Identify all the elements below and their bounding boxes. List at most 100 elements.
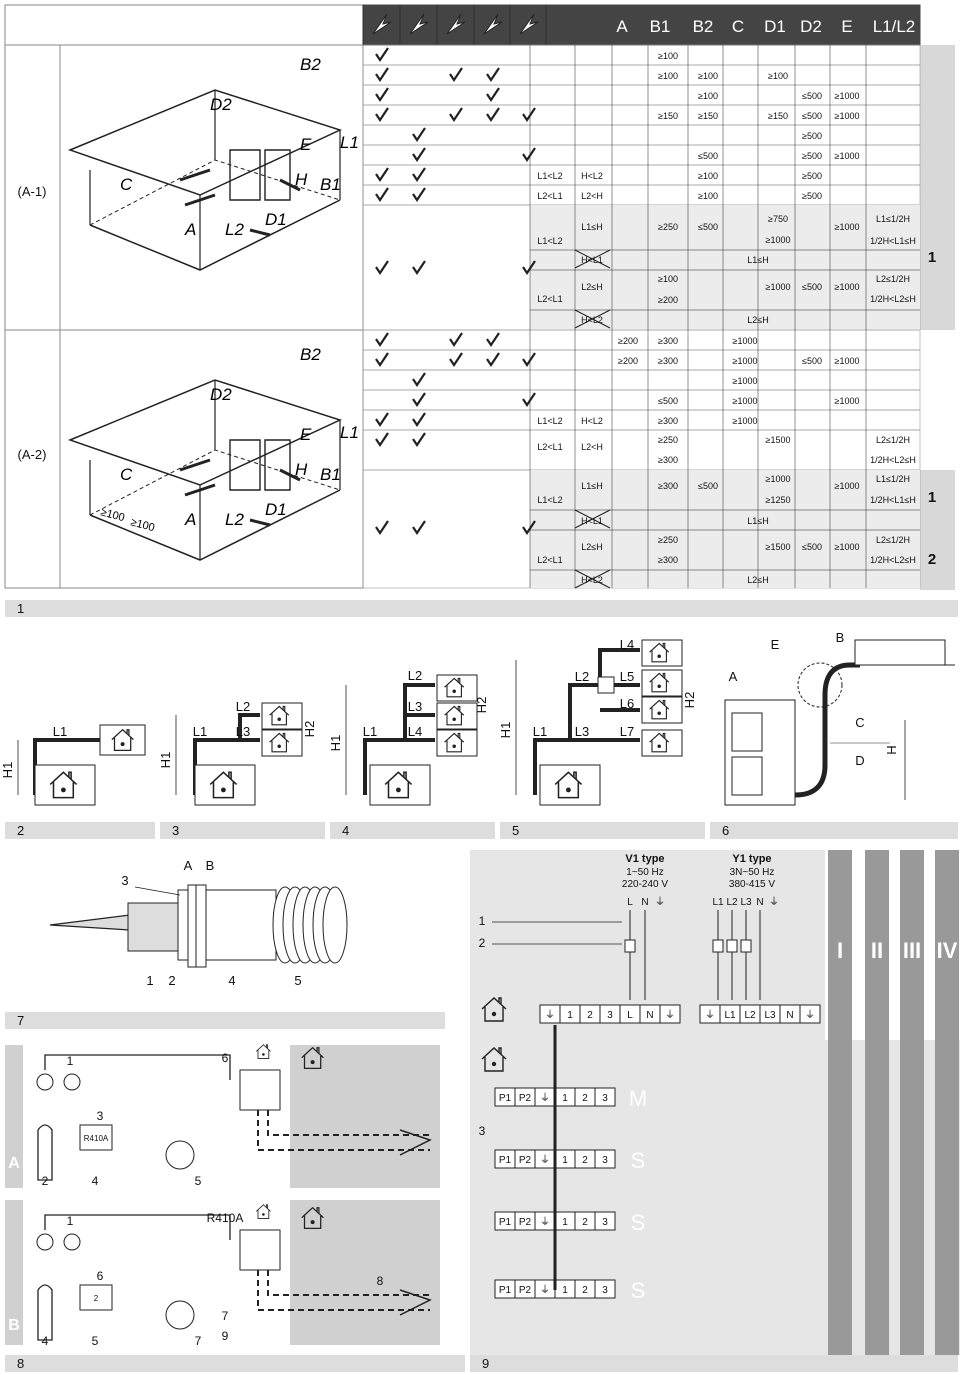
section-label-b: B (8, 1317, 20, 1334)
ground-line (89, 489, 341, 561)
table-block-shade (530, 470, 920, 588)
table-row (362, 429, 921, 471)
dimension-label: L1 (340, 133, 359, 152)
house-icon (384, 771, 413, 799)
terminal-label: 1 (562, 1155, 568, 1166)
v1-spec: 220-240 V (622, 879, 668, 890)
table-cell: ≥100 (698, 171, 718, 181)
pipe-label: L3 (408, 699, 422, 714)
table-cell: ≥100 (768, 71, 788, 81)
table-cell: L2<L1 (537, 555, 562, 565)
part-label: 5 (195, 1174, 202, 1188)
part-label: A (184, 858, 193, 873)
table-cell: ≥300 (658, 336, 678, 346)
dim-label: B (836, 630, 845, 645)
pipe-label: L1 (53, 724, 67, 739)
piping-dashed (257, 1270, 430, 1311)
table-cell: ≤500 (698, 151, 718, 161)
refrigerant-line (44, 1214, 231, 1240)
table-cell: ≤500 (698, 481, 718, 491)
table-row (362, 184, 921, 206)
table-cell: H<L2 (581, 171, 603, 181)
terminal-label: 1 (567, 1010, 573, 1021)
table-cell: H<L1 (581, 516, 603, 526)
terminal-label: ⏚ (540, 1216, 550, 1228)
check-icon (412, 432, 426, 447)
check-icon (412, 260, 426, 275)
wall-post (89, 90, 341, 270)
vacuum-pump (165, 1140, 195, 1170)
table-cell: L1≤1/2H (876, 474, 910, 484)
strike-line (574, 309, 611, 329)
pipe-label: L1 (533, 724, 547, 739)
table-cell: ≥500 (802, 151, 822, 161)
ground-back (89, 449, 341, 516)
pipe-label: L3 (236, 724, 250, 739)
table-cell: ≥300 (658, 481, 678, 491)
figure-bar-4: 4 (330, 822, 495, 839)
check-icon (375, 67, 389, 82)
nitrogen-cylinder (37, 1124, 53, 1181)
table-cell: ≥100 (698, 191, 718, 201)
terminal-label: 3 (602, 1285, 608, 1296)
dim-label: H1 (158, 752, 173, 769)
table-cell: ≥200 (658, 295, 678, 305)
ground-line (89, 199, 341, 271)
figure-bar-2: 2 (5, 822, 155, 839)
dim-label: H1 (328, 735, 343, 752)
figure-number-1: 1 (17, 601, 25, 616)
dimension-label: D1 (265, 210, 287, 229)
detail-circle (797, 662, 843, 708)
r410a-cylinder (79, 1124, 113, 1151)
figure-number-4: 4 (342, 823, 350, 838)
check-icon (412, 187, 426, 202)
part-label: 3 (121, 873, 128, 888)
terminal-label: P1 (499, 1093, 512, 1104)
supply-terminal: N (756, 897, 763, 908)
check-icon (522, 520, 536, 535)
table-cell: L2<H (581, 442, 603, 452)
strike-line (574, 509, 611, 529)
table-cell: L2<L1 (537, 191, 562, 201)
part-label: 4 (92, 1174, 99, 1188)
pipe-label: L1 (193, 724, 207, 739)
figure-number-3: 3 (172, 823, 180, 838)
terminal-label: 3 (602, 1093, 608, 1104)
pipe-line (533, 648, 640, 795)
check-icon (486, 107, 500, 122)
table-cell: H<L2 (581, 315, 603, 325)
terminal-label: N (786, 1010, 793, 1021)
supply-terminal: L2 (726, 897, 738, 908)
check-icon (412, 127, 426, 142)
table-cell: L1<L2 (537, 171, 562, 181)
dimension-label: D1 (265, 500, 287, 519)
pipe-line (794, 662, 860, 798)
house-icon (444, 705, 465, 726)
building-box (641, 729, 683, 757)
check-icon (375, 332, 389, 347)
building-box (539, 764, 601, 806)
fuse-icon (740, 939, 752, 953)
check-icon (375, 352, 389, 367)
gauge-valve (36, 1073, 54, 1091)
pipe-label: L3 (575, 724, 589, 739)
vacuum-pump (165, 1300, 195, 1330)
house-icon (649, 699, 670, 720)
check-icon (486, 87, 500, 102)
table-row (362, 44, 921, 66)
strike-line (574, 569, 611, 589)
figure-number-9: 9 (482, 1356, 490, 1371)
dimension-label: B1 (320, 175, 341, 194)
dimension-label: B2 (300, 55, 321, 74)
wire-number: 2 (479, 936, 486, 950)
header-C: C (732, 17, 744, 36)
insulation-body (205, 889, 277, 961)
table-cell: ≥1000 (835, 111, 860, 121)
strike-line (574, 249, 611, 269)
house-icon (269, 705, 290, 726)
part-label: R410A (207, 1211, 244, 1225)
header-left-blank (4, 4, 364, 46)
terminal-block (594, 1087, 616, 1107)
table-cell: ≤500 (802, 542, 822, 552)
